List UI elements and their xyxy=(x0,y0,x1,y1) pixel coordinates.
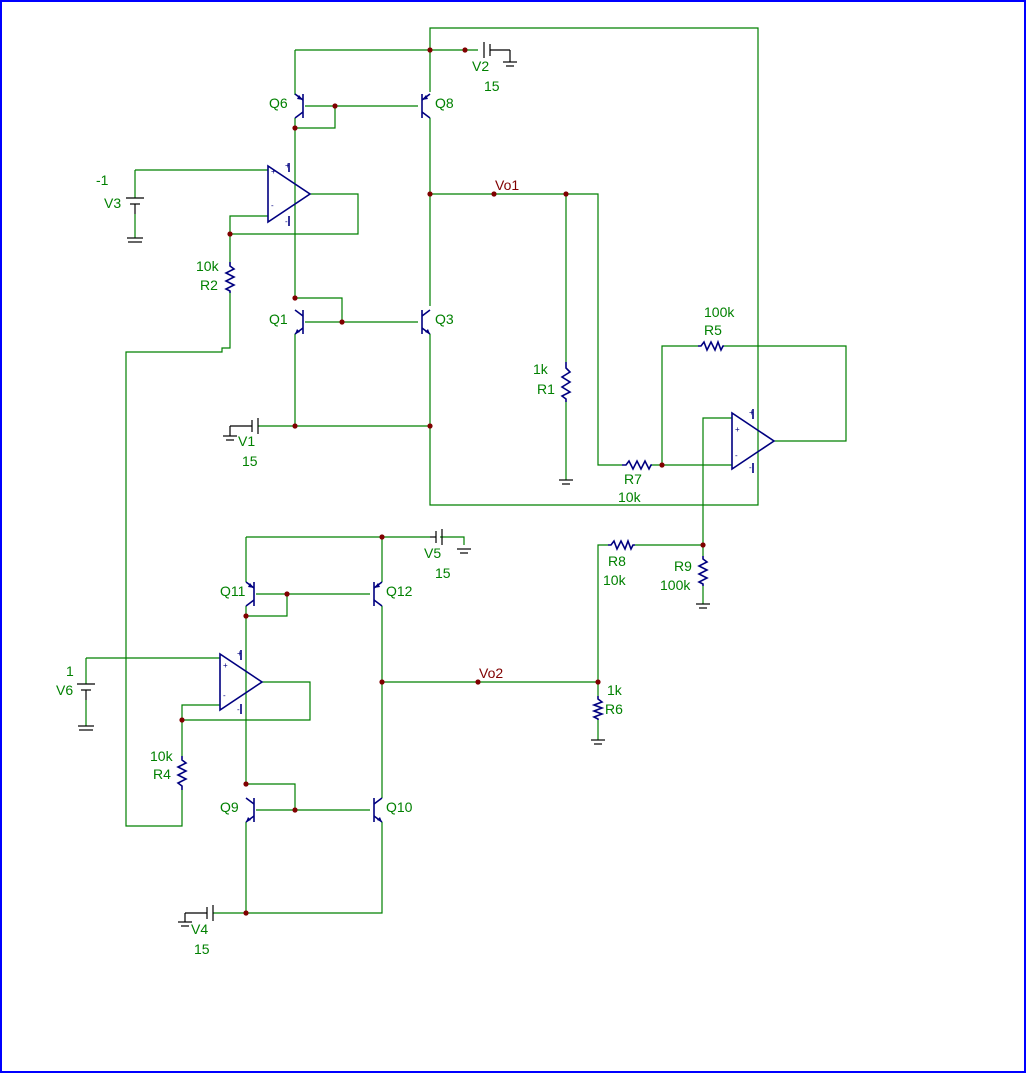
label-r1-ref: R1 xyxy=(537,381,555,397)
opamp3-minus-pin: - xyxy=(735,451,738,460)
label-r4-ref: R4 xyxy=(153,766,171,782)
label-r9-ref: R9 xyxy=(674,558,692,574)
label-v4-ref: V4 xyxy=(191,921,208,937)
resistor-r9[interactable] xyxy=(697,556,709,586)
label-q10: Q10 xyxy=(386,799,413,815)
source-v3[interactable] xyxy=(126,197,144,239)
opamp-2[interactable]: + - + - xyxy=(219,649,264,714)
label-r6-value: 1k xyxy=(607,682,623,698)
label-v5-ref: V5 xyxy=(424,545,441,561)
opamp2-supply-minus: - xyxy=(237,705,240,714)
transistor-q3[interactable] xyxy=(421,309,431,335)
wire-r2-r4-link xyxy=(125,293,231,827)
wire-r5-left xyxy=(661,345,698,465)
source-v6[interactable] xyxy=(77,683,95,727)
junctions xyxy=(179,47,706,916)
resistor-r5[interactable] xyxy=(698,339,724,352)
wire-r5-output xyxy=(724,345,847,442)
label-r6-ref: R6 xyxy=(605,701,623,717)
opamp3-supply-minus: - xyxy=(749,463,752,472)
label-v3-value: -1 xyxy=(96,172,109,188)
wire-lower-bottom-rail xyxy=(245,822,383,914)
labels: Q6 Q8 Q1 Q3 Q11 Q12 Q9 Q10 V2 15 -1 V3 V… xyxy=(56,58,735,957)
wire-v5-ground xyxy=(440,536,465,545)
wire-top-rail-loop xyxy=(295,27,759,506)
opamp3-plus-pin: + xyxy=(735,425,740,434)
label-r1-value: 1k xyxy=(533,361,549,377)
opamp2-supply-plus: + xyxy=(237,649,242,658)
label-v2-ref: V2 xyxy=(472,58,489,74)
transistor-q8[interactable] xyxy=(421,93,431,119)
wire-opamp1-minus xyxy=(229,215,268,262)
label-q12: Q12 xyxy=(386,583,413,599)
opamp1-plus-pin: + xyxy=(271,167,276,176)
wire-opamp2-feedback xyxy=(182,681,311,721)
label-v1-value: 15 xyxy=(242,453,258,469)
opamp1-supply-plus: + xyxy=(285,161,290,170)
label-q9: Q9 xyxy=(220,799,239,815)
label-r2-ref: R2 xyxy=(200,277,218,293)
transistor-q1[interactable] xyxy=(294,309,304,335)
grounds xyxy=(79,241,710,745)
label-r2-value: 10k xyxy=(196,258,220,274)
label-r7-ref: R7 xyxy=(624,471,642,487)
resistor-r2[interactable] xyxy=(224,262,236,293)
label-v6-value: 1 xyxy=(66,663,74,679)
wires-lower xyxy=(85,536,599,914)
wire-vo1-net xyxy=(430,193,622,466)
opamp2-plus-pin: + xyxy=(223,661,228,670)
label-q11: Q11 xyxy=(220,583,246,599)
source-v5[interactable] xyxy=(430,529,471,554)
opamp3-supply-plus: + xyxy=(749,408,754,417)
wire-opamp1-feedback xyxy=(230,193,359,235)
wire-q6-diode xyxy=(296,106,336,129)
label-q6: Q6 xyxy=(269,95,288,111)
label-v3-ref: V3 xyxy=(104,195,121,211)
wire-q9-diode xyxy=(246,783,296,810)
wire-q11-diode xyxy=(247,594,288,617)
source-v1[interactable] xyxy=(223,418,259,441)
label-v2-value: 15 xyxy=(484,78,500,94)
source-v4[interactable] xyxy=(178,905,214,927)
label-r8-value: 10k xyxy=(603,572,627,588)
label-r7-value: 10k xyxy=(618,489,642,505)
resistor-r4[interactable] xyxy=(176,756,188,790)
opamp-3[interactable]: + - + - xyxy=(731,408,776,473)
label-v5-value: 15 xyxy=(435,565,451,581)
label-r4-value: 10k xyxy=(150,748,174,764)
resistor-r7[interactable] xyxy=(622,459,652,471)
transistor-q9[interactable] xyxy=(245,797,255,823)
label-q8: Q8 xyxy=(435,95,454,111)
wire-q1-diode xyxy=(295,297,343,322)
net-label-vo1: Vo1 xyxy=(495,177,519,193)
label-q1: Q1 xyxy=(269,311,288,327)
source-v2[interactable] xyxy=(483,42,517,67)
label-r9-value: 100k xyxy=(660,577,691,593)
transistor-q12[interactable] xyxy=(373,581,383,607)
label-v6-ref: V6 xyxy=(56,682,73,698)
wire-r8-left xyxy=(597,544,608,682)
opamp2-minus-pin: - xyxy=(223,691,226,700)
transistor-q10[interactable] xyxy=(373,797,383,823)
transistor-q11[interactable] xyxy=(245,581,255,607)
wire-q1-emitter-rail xyxy=(294,334,430,427)
label-v4-value: 15 xyxy=(194,941,210,957)
opamp1-supply-minus: - xyxy=(285,217,288,226)
resistor-r1[interactable] xyxy=(560,362,572,402)
resistor-r8[interactable] xyxy=(608,538,635,551)
opamp1-minus-pin: - xyxy=(271,201,274,210)
label-r5-ref: R5 xyxy=(704,322,722,338)
label-r5-value: 100k xyxy=(704,304,735,320)
wire-opamp2-minus xyxy=(181,704,220,756)
net-label-vo2: Vo2 xyxy=(479,665,503,681)
label-v1-ref: V1 xyxy=(238,433,255,449)
resistor-r6[interactable] xyxy=(591,696,605,720)
wire-opamp3-plus xyxy=(702,417,732,545)
label-r8-ref: R8 xyxy=(608,553,626,569)
transistor-q6[interactable] xyxy=(294,93,304,119)
label-q3: Q3 xyxy=(435,311,454,327)
opamp-1[interactable]: + - + - xyxy=(267,161,312,226)
